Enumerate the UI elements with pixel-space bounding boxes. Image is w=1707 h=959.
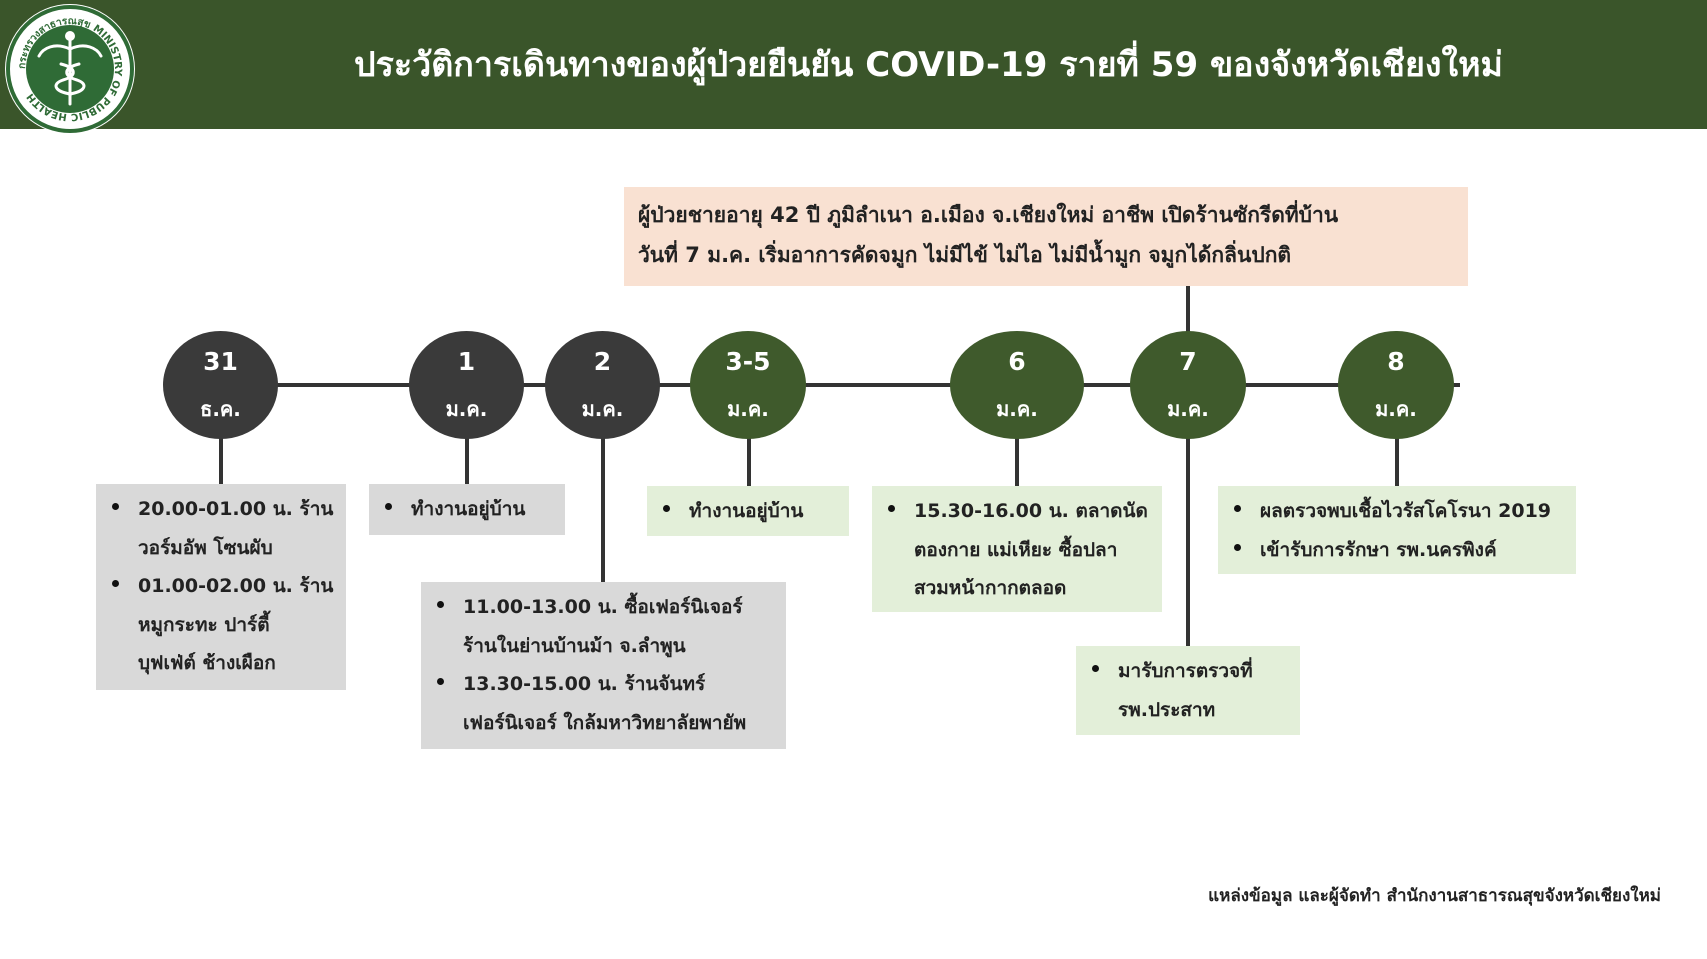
date-node: 3-5 ม.ค. (690, 331, 806, 439)
page-title: ประวัติการเดินทางของผู้ป่วยยืนยัน COVID-… (354, 45, 1503, 85)
date-node: 8 ม.ค. (1338, 331, 1454, 439)
header-banner: ประวัติการเดินทางของผู้ป่วยยืนยัน COVID-… (0, 0, 1707, 129)
detail-item: ทำงานอยู่บ้าน (659, 492, 839, 531)
date-node: 7 ม.ค. (1130, 331, 1246, 439)
node-month: ม.ค. (727, 397, 769, 421)
node-month: ม.ค. (1167, 397, 1209, 421)
detail-box-jan8: ผลตรวจพบเชื้อไวรัสโคโรนา 2019 เข้ารับการ… (1218, 486, 1576, 574)
node-day: 6 (1008, 347, 1026, 376)
node-day: 8 (1387, 347, 1405, 376)
detail-item: ทำงานอยู่บ้าน (381, 490, 555, 529)
node-day: 7 (1179, 347, 1197, 376)
node-month: ม.ค. (445, 397, 488, 421)
detail-box-jan2: 11.00-13.00 น. ซื้อเฟอร์นิเจอร์ ร้านในย่… (421, 582, 786, 749)
date-node: 2 ม.ค. (545, 331, 660, 439)
patient-info-line: ผู้ป่วยชายอายุ 42 ปี ภูมิลำเนา อ.เมือง จ… (638, 203, 1339, 227)
node-month: ธ.ค. (200, 397, 241, 421)
connector-line (1015, 436, 1019, 486)
detail-item: 13.30-15.00 น. ร้านจันทร์ เฟอร์นิเจอร์ ใ… (433, 665, 776, 742)
node-day: 1 (457, 347, 476, 376)
timeline-line (220, 383, 1460, 387)
node-day: 31 (203, 347, 238, 376)
node-day: 2 (593, 347, 612, 376)
detail-box-jan3-5: ทำงานอยู่บ้าน (647, 486, 849, 536)
detail-box-dec31: 20.00-01.00 น. ร้าน วอร์มอัพ โซนผับ 01.0… (96, 484, 346, 690)
detail-item: 01.00-02.00 น. ร้าน หมูกระทะ ปาร์ตี้ บุฟ… (108, 567, 336, 683)
detail-box-jan1: ทำงานอยู่บ้าน (369, 484, 565, 535)
node-month: ม.ค. (1375, 397, 1417, 421)
date-node: 31 ธ.ค. (163, 331, 278, 439)
connector-line (1395, 436, 1399, 486)
date-node: 6 ม.ค. (950, 331, 1084, 439)
detail-box-jan7: มารับการตรวจที่ รพ.ประสาท (1076, 646, 1300, 735)
node-month: ม.ค. (581, 397, 624, 421)
ministry-logo: กระทรวงสาธารณสุข MINISTRY OF PUBLIC HEAL… (5, 4, 135, 134)
patient-info-box: ผู้ป่วยชายอายุ 42 ปี ภูมิลำเนา อ.เมือง จ… (624, 187, 1468, 286)
connector-line (219, 436, 223, 484)
detail-item: ผลตรวจพบเชื้อไวรัสโคโรนา 2019 (1230, 492, 1566, 531)
detail-item: 11.00-13.00 น. ซื้อเฟอร์นิเจอร์ ร้านในย่… (433, 588, 776, 665)
node-month: ม.ค. (996, 397, 1038, 421)
patient-info-line: วันที่ 7 ม.ค. เริ่มอาการคัดจมูก ไม่มีไข้… (638, 243, 1292, 267)
node-day: 3-5 (725, 347, 771, 376)
connector-line (465, 436, 469, 484)
connector-line (1186, 286, 1190, 332)
connector-line (1186, 436, 1190, 646)
connector-line (747, 436, 751, 486)
detail-item: เข้ารับการรักษา รพ.นครพิงค์ (1230, 531, 1566, 570)
connector-line (601, 436, 605, 582)
detail-item: มารับการตรวจที่ รพ.ประสาท (1088, 652, 1290, 729)
date-node: 1 ม.ค. (409, 331, 524, 439)
source-credit: แหล่งข้อมูล และผู้จัดทำ สำนักงานสาธารณสุ… (1208, 886, 1661, 906)
detail-box-jan6: 15.30-16.00 น. ตลาดนัด ตองกาย แม่เหียะ ซ… (872, 486, 1162, 612)
detail-item: 20.00-01.00 น. ร้าน วอร์มอัพ โซนผับ (108, 490, 336, 567)
detail-item: 15.30-16.00 น. ตลาดนัด ตองกาย แม่เหียะ ซ… (884, 492, 1152, 608)
